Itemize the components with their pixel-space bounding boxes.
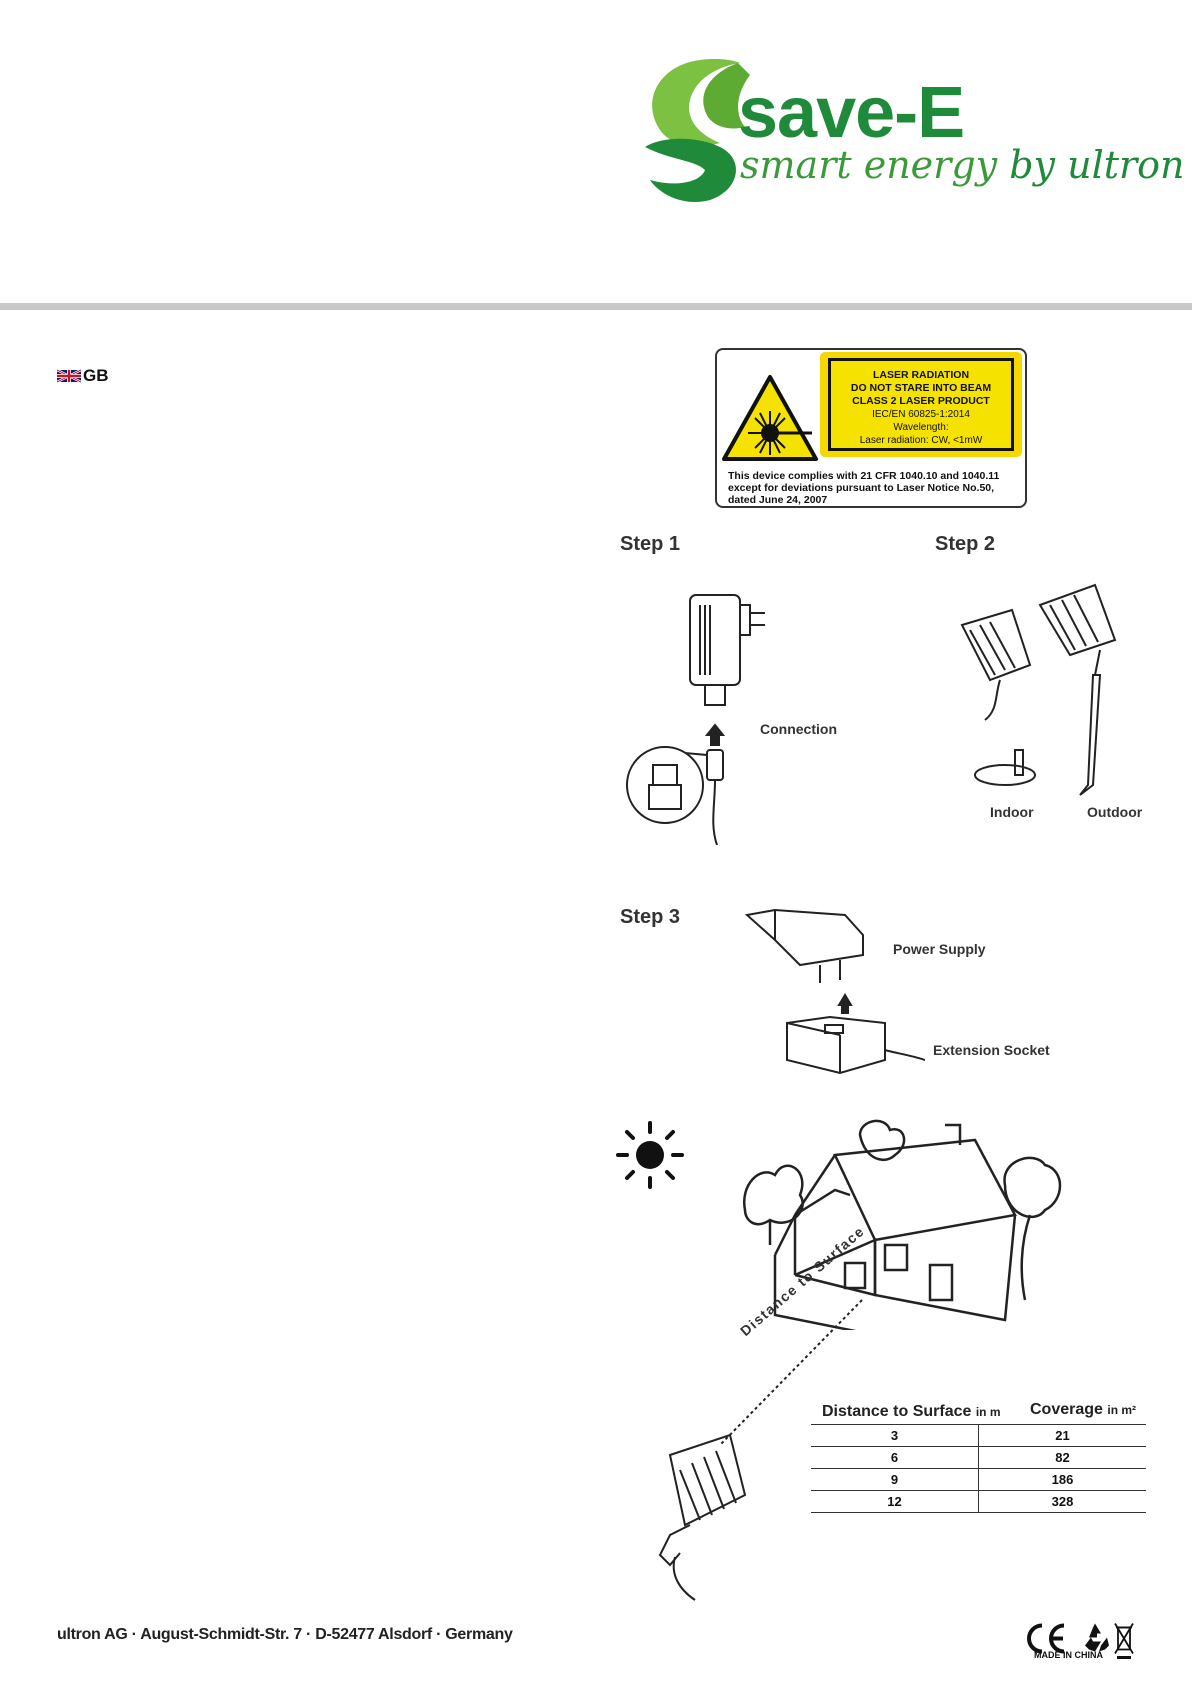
weee-bin-icon [1114, 1623, 1134, 1659]
notice-line-3: dated June 24, 2007 [728, 494, 828, 506]
language-indicator: GB [57, 366, 109, 386]
laser-compliance-notice: This device complies with 21 CFR 1040.10… [728, 470, 1028, 506]
made-in-label: MADE IN CHINA [1034, 1650, 1103, 1660]
cell-coverage: 21 [978, 1424, 1146, 1447]
header-divider [0, 303, 1192, 310]
header-coverage-text: Coverage [1030, 1401, 1103, 1418]
brand-name: save-E [738, 73, 965, 153]
notice-line-1: This device complies with 21 CFR 1040.10… [728, 470, 1000, 482]
table-row: 6 82 [811, 1446, 1146, 1469]
cell-distance: 3 [811, 1424, 979, 1447]
extension-socket-label: Extension Socket [933, 1042, 1050, 1058]
cell-coverage: 186 [978, 1468, 1146, 1491]
laser-line-3: CLASS 2 LASER PRODUCT [852, 395, 990, 407]
laser-line-6: Laser radiation: CW, <1mW [859, 435, 983, 446]
table-row: 12 328 [811, 1490, 1146, 1513]
table-header-coverage: Coverage in m² [1030, 1401, 1136, 1419]
header-coverage-unit: in m² [1107, 1403, 1137, 1417]
uk-flag-icon [57, 368, 81, 384]
brand-tagline: smart energy by ultron [740, 143, 1185, 187]
spotlight-distance-illustration [658, 1299, 863, 1601]
table-header-distance: Distance to Surface in m [822, 1403, 1001, 1421]
cell-coverage: 82 [978, 1446, 1146, 1469]
step3-title: Step 3 [620, 906, 681, 928]
language-code: GB [83, 366, 109, 385]
cell-distance: 12 [811, 1490, 979, 1513]
step2-title: Step 2 [935, 533, 996, 555]
header-distance-unit: in m [975, 1405, 1001, 1419]
laser-line-1: LASER RADIATION [872, 369, 970, 381]
company-address: ultron AG · August-Schmidt-Str. 7 · D-52… [57, 1626, 513, 1643]
header-distance-text: Distance to Surface [822, 1403, 972, 1420]
brand-leaf-icon [645, 59, 750, 203]
coverage-table: 3 21 6 82 9 186 12 328 [811, 1424, 1146, 1513]
power-supply-label: Power Supply [893, 941, 986, 957]
recycle-icon [1085, 1623, 1109, 1652]
step2-outdoor-label: Outdoor [1087, 804, 1143, 820]
ce-mark-icon [1027, 1623, 1065, 1654]
house-illustration [742, 1119, 1062, 1330]
notice-line-2: except for deviations pursuant to Laser … [728, 482, 995, 494]
compliance-marks [1027, 1623, 1134, 1659]
laser-line-4: IEC/EN 60825-1:2014 [872, 409, 970, 420]
table-row: 9 186 [811, 1468, 1146, 1491]
cell-distance: 9 [811, 1468, 979, 1491]
power-adapter-illustration [626, 594, 765, 845]
tagline-by: by ultron [1009, 143, 1185, 187]
cell-coverage: 328 [978, 1490, 1146, 1513]
laser-hazard-icon [722, 375, 818, 461]
laser-line-5: Wavelength: [893, 422, 949, 433]
tagline-text: smart energy [740, 143, 998, 187]
laser-line-2: DO NOT STARE INTO BEAM [850, 382, 992, 394]
power-supply-socket-illustration [745, 908, 925, 1075]
laser-label-text-box: LASER RADIATION DO NOT STARE INTO BEAM C… [828, 358, 1014, 451]
spotlight-mounting-illustration [960, 583, 1117, 796]
cell-distance: 6 [811, 1446, 979, 1469]
step2-indoor-label: Indoor [990, 804, 1034, 820]
step1-title: Step 1 [620, 533, 681, 555]
step1-connection-label: Connection [760, 721, 837, 737]
sun-icon [616, 1121, 684, 1189]
table-row: 3 21 [811, 1424, 1146, 1447]
